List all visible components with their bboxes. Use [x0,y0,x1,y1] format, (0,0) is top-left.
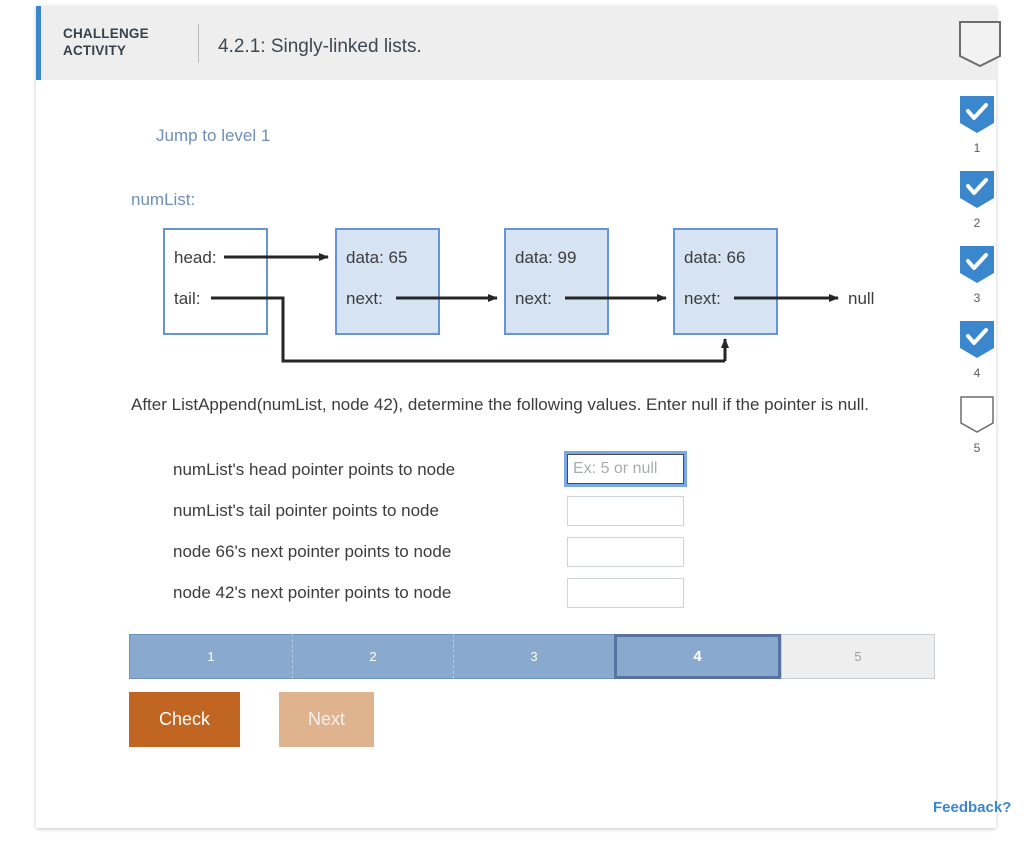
answer-input-head[interactable] [567,454,684,484]
answer-input-tail[interactable] [567,496,684,526]
answer-input-node66-next[interactable] [567,537,684,567]
node-1-next: next: [346,289,383,308]
rail-number-1: 1 [973,141,981,155]
empty-shield-badge-icon [958,20,1002,68]
progress-step-3[interactable]: 3 [453,634,614,679]
next-button[interactable]: Next [279,692,374,747]
node-2-data: data: 99 [515,248,576,267]
rail-item-5[interactable]: 5 [955,396,999,455]
question-label-node42-next: node 42's next pointer points to node [173,583,452,602]
rail-item-1[interactable]: 1 [955,96,999,155]
question-label-node66-next: node 66's next pointer points to node [173,542,452,561]
feedback-link[interactable]: Feedback? [933,799,1012,816]
empty-badge-icon [960,396,994,433]
progress-step-5[interactable]: 5 [781,634,935,679]
node-3-data: data: 66 [684,248,745,267]
check-badge-icon [960,246,994,283]
rail-item-3[interactable]: 3 [955,246,999,305]
numlist-label: numList: [131,190,196,209]
rail-number-4: 4 [973,366,981,380]
question-label-head: numList's head pointer points to node [173,460,456,479]
activity-header: CHALLENGE ACTIVITY 4.2.1: Singly-linked … [36,6,1001,80]
rail-item-2[interactable]: 2 [955,171,999,230]
jump-to-level-link[interactable]: Jump to level 1 [156,126,271,145]
check-badge-icon [960,96,994,133]
rail-number-5: 5 [973,441,981,455]
node-2-next: next: [515,289,552,308]
null-terminator: null [848,289,874,308]
rail-item-4[interactable]: 4 [955,321,999,380]
check-button[interactable]: Check [129,692,240,747]
answer-input-node42-next[interactable] [567,578,684,608]
check-badge-icon [960,321,994,358]
node-3-next: next: [684,289,721,308]
node-1-data: data: 65 [346,248,407,267]
challenge-activity-label: CHALLENGE ACTIVITY [63,25,173,59]
check-badge-icon [960,171,994,208]
challenge-activity-label-line1: CHALLENGE [63,26,149,41]
progress-step-4[interactable]: 4 [614,634,781,679]
page-title: 4.2.1: Singly-linked lists. [218,36,422,57]
progress-step-2[interactable]: 2 [292,634,453,679]
challenge-activity-label-line2: ACTIVITY [63,43,127,58]
head-label: head: [174,248,217,267]
linked-list-diagram: head: tail: data: 65 next: data: 99 next… [131,211,931,386]
rail-number-2: 2 [973,216,981,230]
progress-step-1[interactable]: 1 [129,634,292,679]
question-label-tail: numList's tail pointer points to node [173,501,439,520]
progress-bar: 1 2 3 4 5 [129,634,935,679]
activity-card: CHALLENGE ACTIVITY 4.2.1: Singly-linked … [36,6,1011,828]
question-prompt: After ListAppend(numList, node 42), dete… [131,395,870,414]
header-divider [198,24,199,63]
level-progress-rail: 1 2 3 4 5 [955,96,999,471]
tail-label: tail: [174,289,200,308]
rail-number-3: 3 [973,291,981,305]
